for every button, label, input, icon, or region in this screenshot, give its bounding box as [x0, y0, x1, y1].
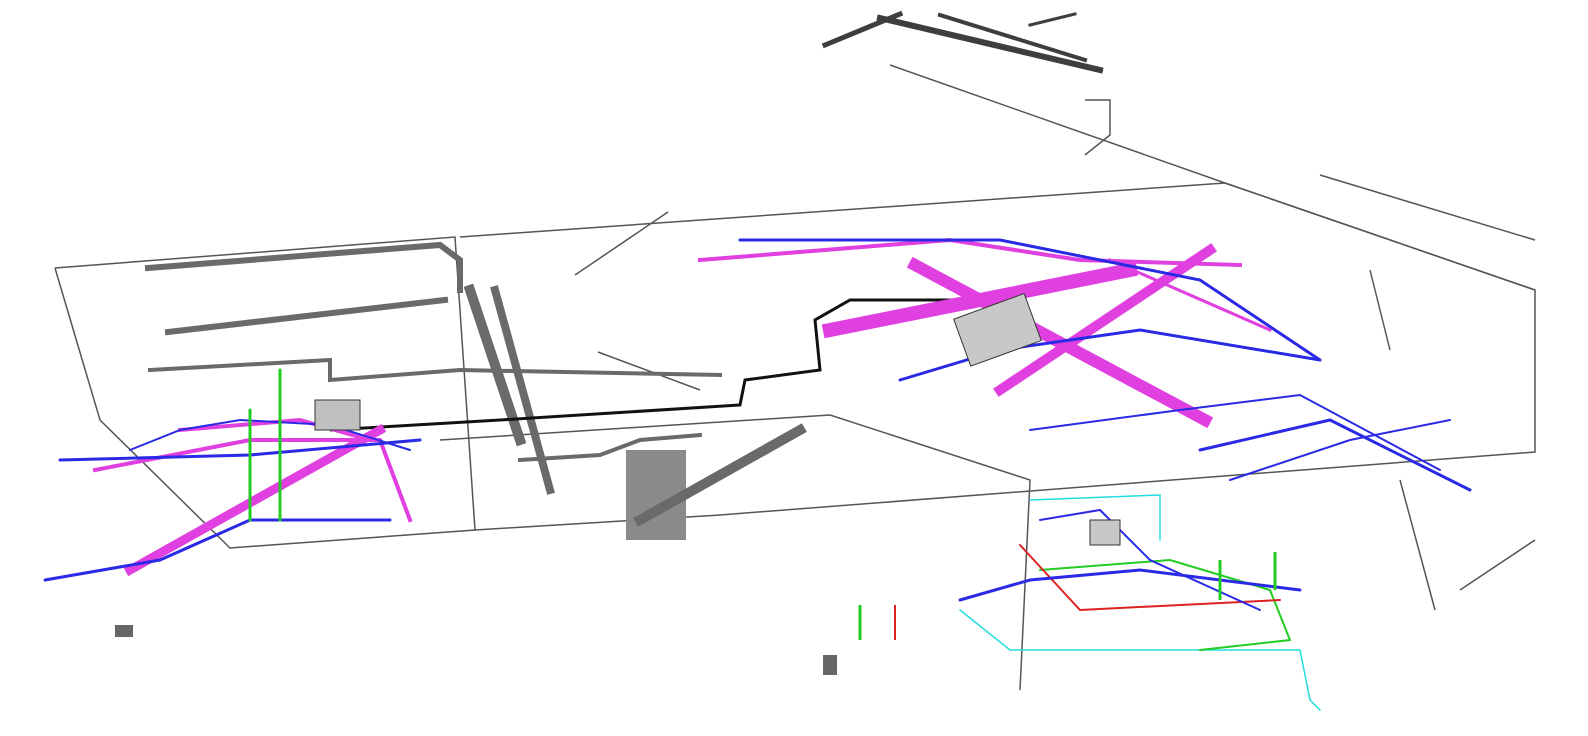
- floor-outline-lower: [439, 414, 1031, 691]
- gray-ductwork-left: [144, 241, 807, 540]
- floor-outline-top-right: [1224, 182, 1536, 291]
- floor-edge-lower-right: [1459, 539, 1536, 591]
- floor-edge-right: [1369, 269, 1391, 351]
- equipment-unit: [823, 655, 837, 675]
- main-connection-pipe: [329, 298, 960, 432]
- floor-outlines: [54, 64, 1536, 691]
- floor-edge-diag: [1399, 479, 1436, 611]
- lower-plant-hvac: [115, 494, 1321, 711]
- floor-edge-mid: [574, 211, 669, 276]
- ahu-lower: [1089, 519, 1121, 546]
- floor-outline-left: [54, 236, 476, 549]
- floor-edge-mid2: [597, 351, 701, 391]
- floor-outline-top: [889, 64, 1226, 184]
- right-wing-hvac: [697, 237, 1472, 492]
- left-wing-hvac: [43, 368, 422, 582]
- roof-duct-bundle: [821, 10, 1536, 241]
- ahu-right: [953, 292, 1042, 367]
- ahu-left: [314, 399, 361, 431]
- equipment-unit-left: [115, 625, 133, 637]
